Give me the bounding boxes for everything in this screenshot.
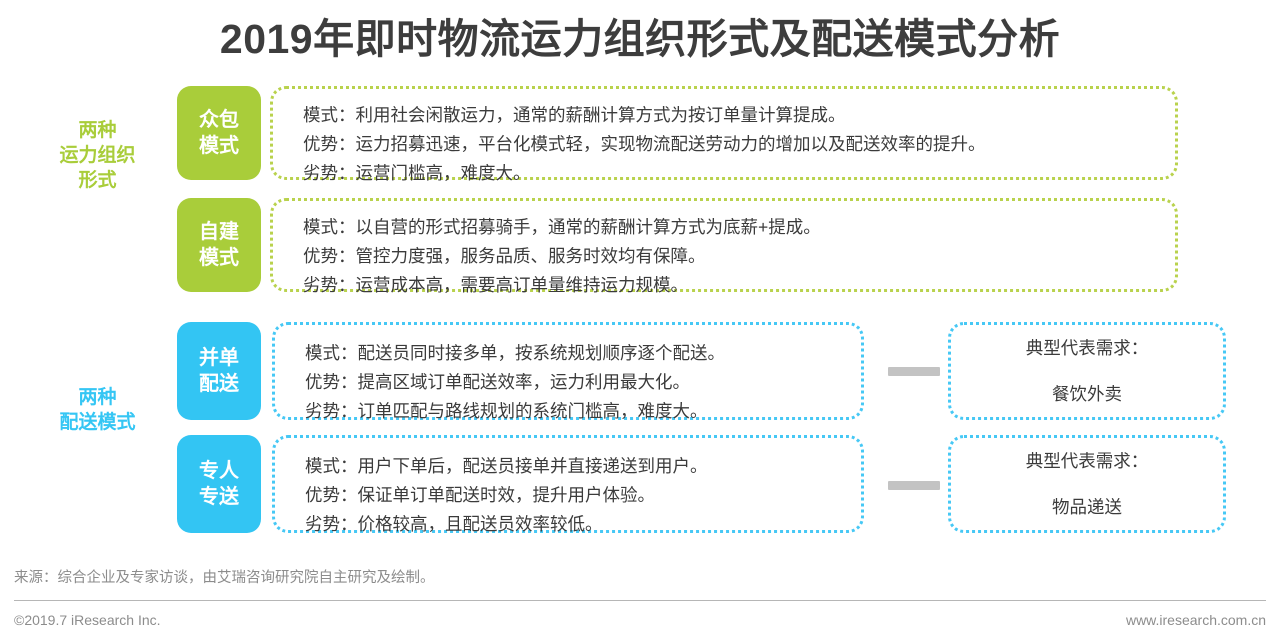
demand-box-batch-delivery: 典型代表需求： 餐饮外卖 [948,322,1226,420]
mode-chip-selfbuilt-line-1: 自建 [199,221,239,243]
mode-chip-batch-delivery-line-1: 并单 [199,347,239,369]
description-line-disadvantage: 劣势：价格较高，且配送员效率较低。 [305,514,603,534]
description-line-disadvantage: 劣势：订单匹配与路线规划的系统门槛高，难度大。 [305,401,708,421]
copyright-text: ©2019.7 iResearch Inc. [14,612,161,628]
description-box-batch-delivery: 模式：配送员同时接多单，按系统规划顺序逐个配送。 优势：提高区域订单配送效率，运… [272,322,864,421]
description-box-dedicated-delivery: 模式：用户下单后，配送员接单并直接递送到用户。 优势：保证单订单配送时效，提升用… [272,435,864,534]
connector-dash-dedicated-delivery [888,481,940,490]
description-line-advantage: 优势：运力招募迅速，平台化模式轻，实现物流配送劳动力的增加以及配送效率的提升。 [303,134,986,154]
page-title: 2019年即时物流运力组织形式及配送模式分析 [219,16,1061,62]
mode-chip-crowdsource-line-2: 模式 [199,135,239,157]
demand-box-value: 餐饮外卖 [1052,384,1122,404]
group-label-capacity-line-1: 两种 [78,120,117,141]
source-note: 来源：综合企业及专家访谈，由艾瑞咨询研究院自主研究及绘制。 [14,570,435,586]
description-line-mode: 模式：以自营的形式招募骑手，通常的薪酬计算方式为底薪+提成。 [303,217,821,237]
description-box-selfbuilt: 模式：以自营的形式招募骑手，通常的薪酬计算方式为底薪+提成。 优势：管控力度强，… [270,198,1178,295]
mode-chip-dedicated-delivery-line-1: 专人 [199,460,239,482]
description-line-advantage: 优势：管控力度强，服务品质、服务时效均有保障。 [303,246,706,266]
group-label-delivery: 两种 配送模式 [10,385,185,435]
group-label-capacity: 两种 运力组织 形式 [10,118,185,193]
mode-chip-crowdsource-line-1: 众包 [199,109,239,131]
group-label-capacity-line-2: 运力组织 [59,145,136,166]
demand-box-title: 典型代表需求： [1025,451,1149,471]
mode-chip-batch-delivery[interactable]: 并单 配送 [177,322,261,420]
description-line-advantage: 优势：保证单订单配送时效，提升用户体验。 [305,485,655,505]
mode-chip-crowdsource[interactable]: 众包 模式 [177,86,261,180]
description-line-disadvantage: 劣势：运营门槛高，难度大。 [303,163,531,183]
mode-chip-selfbuilt[interactable]: 自建 模式 [177,198,261,292]
mode-chip-dedicated-delivery-line-2: 专送 [199,486,239,508]
group-label-delivery-line-1: 两种 [78,387,117,408]
website-url[interactable]: www.iresearch.com.cn [1125,612,1266,628]
description-line-mode: 模式：用户下单后，配送员接单并直接递送到用户。 [305,456,708,476]
mode-chip-selfbuilt-line-2: 模式 [199,247,239,269]
mode-chip-batch-delivery-line-2: 配送 [199,373,239,395]
footer-divider [14,600,1266,601]
description-line-disadvantage: 劣势：运营成本高，需要高订单量维持运力规模。 [303,275,688,295]
demand-box-value: 物品递送 [1052,497,1122,517]
description-line-advantage: 优势：提高区域订单配送效率，运力利用最大化。 [305,372,690,392]
group-label-delivery-line-2: 配送模式 [59,412,136,433]
description-box-crowdsource: 模式：利用社会闲散运力，通常的薪酬计算方式为按订单量计算提成。 优势：运力招募迅… [270,86,1178,183]
connector-dash-batch-delivery [888,367,940,376]
description-line-mode: 模式：利用社会闲散运力，通常的薪酬计算方式为按订单量计算提成。 [303,105,846,125]
mode-chip-dedicated-delivery[interactable]: 专人 专送 [177,435,261,533]
demand-box-dedicated-delivery: 典型代表需求： 物品递送 [948,435,1226,533]
demand-box-title: 典型代表需求： [1025,338,1149,358]
group-label-capacity-line-3: 形式 [78,170,117,191]
description-line-mode: 模式：配送员同时接多单，按系统规划顺序逐个配送。 [305,343,725,363]
